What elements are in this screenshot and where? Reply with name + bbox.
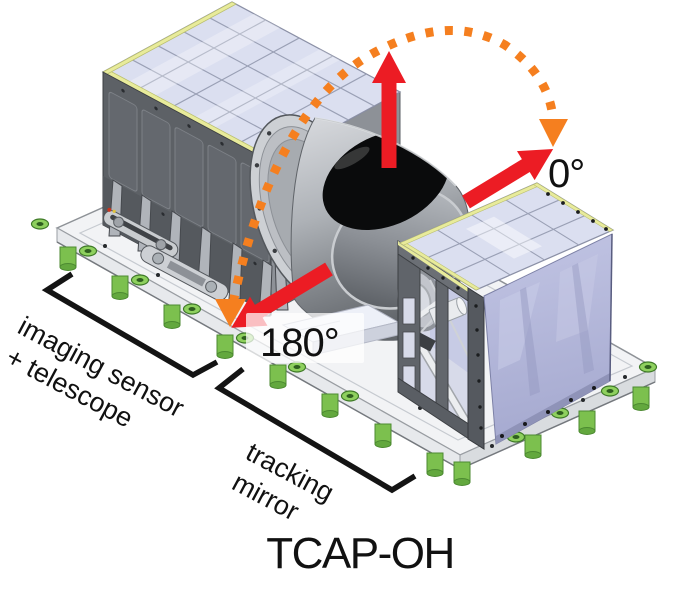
label-tracking-mirror: tracking mirror xyxy=(227,437,338,527)
mounting-feet xyxy=(59,246,650,486)
angle-label-180: 180° xyxy=(260,321,339,365)
bracket-imaging-sensor xyxy=(41,271,219,379)
label-imaging-sensor-telescope: imaging sensor + telescope xyxy=(1,311,189,434)
imaging-sensor-telescope-unit xyxy=(101,1,402,317)
tracking-mirror-unit xyxy=(397,182,615,450)
mirror-radiator-grid xyxy=(398,182,615,291)
mounting-foot xyxy=(453,461,471,486)
slide-rail xyxy=(103,207,179,258)
red-arrow-up xyxy=(372,51,406,168)
red-arrow-0deg xyxy=(462,149,554,209)
mounting-foot xyxy=(524,434,542,459)
mirror-bay-frame xyxy=(397,240,485,450)
bracket-tracking-mirror xyxy=(214,366,417,494)
edge-strip-yellow xyxy=(398,241,480,300)
foot-bosses xyxy=(30,218,658,443)
orange-arrowhead-180deg xyxy=(215,299,246,327)
mounting-foot xyxy=(374,423,392,448)
mounting-foot xyxy=(321,393,339,418)
top-edge-bolts xyxy=(411,192,608,290)
mounting-foot xyxy=(59,246,77,271)
baseplate-bolt-holes xyxy=(103,244,627,448)
slide-rail xyxy=(140,245,229,301)
mounting-foot xyxy=(111,275,129,300)
mounting-foot xyxy=(426,452,444,477)
orange-arrowhead-0deg xyxy=(539,119,568,147)
thermal-panel-lavender xyxy=(483,233,613,445)
mounting-foot xyxy=(163,304,181,329)
figure-caption: TCAP-OH xyxy=(266,529,454,578)
angle-label-0: 0° xyxy=(548,152,584,196)
mounting-foot xyxy=(269,364,287,389)
mounting-foot xyxy=(578,410,596,435)
telescope-front-panel xyxy=(102,71,272,316)
label-backing xyxy=(246,313,364,363)
rotation-range-arc xyxy=(228,26,558,304)
mounting-foot xyxy=(216,334,234,359)
mounting-foot xyxy=(632,386,650,411)
rotation-annotation: 0° 180° xyxy=(215,26,585,365)
